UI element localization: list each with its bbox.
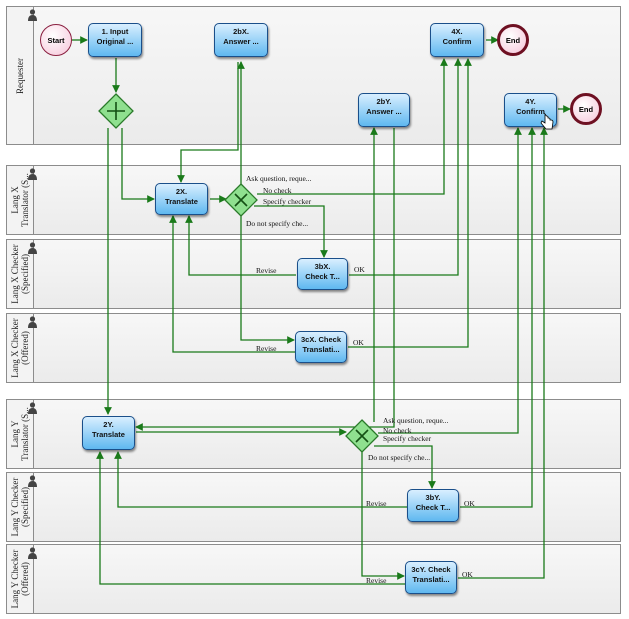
flow-gx-donot-to-3cx bbox=[240, 213, 295, 344]
cursor-icon bbox=[540, 113, 554, 130]
task-line2: Translati... bbox=[412, 575, 450, 584]
flow-3by-ok-to-4y bbox=[460, 127, 536, 508]
start-event-label: Start bbox=[47, 35, 65, 45]
task-line1: 3bY. bbox=[425, 493, 441, 502]
task-line1: 1. Input bbox=[101, 27, 129, 36]
task-line2: Original ... bbox=[96, 37, 134, 46]
task-line2: Translati... bbox=[302, 345, 340, 354]
task-line1: 4Y. bbox=[525, 97, 536, 106]
parallel-gateway[interactable] bbox=[98, 93, 134, 129]
task-2x-translate[interactable]: 2X.Translate bbox=[155, 183, 208, 215]
task-line1: 2X. bbox=[175, 187, 188, 196]
person-icon bbox=[28, 547, 37, 559]
person-icon bbox=[28, 242, 37, 254]
flow-label-revise-3cx: Revise bbox=[256, 344, 277, 353]
task-line1: 2bX. bbox=[233, 27, 249, 36]
flow-label-nocheck-y: No check bbox=[383, 426, 412, 435]
flow-3bx-revise-to-2x bbox=[185, 215, 296, 276]
person-icon bbox=[28, 402, 37, 414]
task-3by-check[interactable]: 3bY.Check T... bbox=[407, 489, 459, 522]
task-2by-answer[interactable]: 2bY.Answer ... bbox=[358, 93, 410, 127]
task-line1: 2bY. bbox=[376, 97, 392, 106]
task-line2: Check T... bbox=[305, 272, 340, 281]
end-event-label: End bbox=[578, 104, 594, 114]
flow-gx-nocheck-to-4x bbox=[257, 58, 448, 195]
task-line1: 3bX. bbox=[314, 262, 331, 271]
task-line2: Answer ... bbox=[366, 107, 402, 116]
flow-label-ok-3cx: OK bbox=[353, 338, 364, 347]
task-line1: 4X. bbox=[451, 27, 463, 36]
flow-gx-specify-to-3bx bbox=[254, 205, 328, 258]
task-line1: 3cY. Check bbox=[411, 565, 451, 574]
flow-label-specify-y: Specify checker bbox=[383, 434, 432, 443]
exclusive-gateway-y[interactable] bbox=[345, 419, 379, 453]
task-line2: Translate bbox=[92, 430, 125, 439]
flow-2bx-to-2x bbox=[177, 62, 239, 183]
end-event-label: End bbox=[505, 35, 521, 45]
flow-label-revise-3bx: Revise bbox=[256, 266, 277, 275]
lane-lang-y-checker-offered: Lang Y Checker(Offered) bbox=[6, 544, 621, 614]
flow-label-ask-x: Ask question, reque... bbox=[246, 174, 312, 183]
flow-label-ok-3by: OK bbox=[464, 499, 475, 508]
flow-3cx-revise-to-2x bbox=[169, 215, 296, 353]
person-icon bbox=[28, 475, 37, 487]
flow-3bx-ok-to-4x bbox=[349, 58, 462, 276]
flow-fork-to-2x bbox=[121, 128, 155, 203]
flow-label-ok-3cy: OK bbox=[462, 570, 473, 579]
task-line2: Confirm bbox=[516, 107, 545, 116]
task-line2: Translate bbox=[165, 197, 198, 206]
task-line2: Confirm bbox=[442, 37, 472, 46]
flow-3by-revise-to-2y bbox=[114, 451, 408, 508]
task-2y-translate[interactable]: 2Y.Translate bbox=[82, 416, 135, 450]
flow-label-specify-x: Specify checker bbox=[263, 197, 312, 206]
lane-header: Requester bbox=[7, 7, 34, 144]
exclusive-gateway-x[interactable] bbox=[224, 183, 258, 217]
task-2bx-answer[interactable]: 2bX.Answer ... bbox=[214, 23, 268, 57]
flow-label-revise-3cy: Revise bbox=[366, 576, 387, 585]
flow-label-donot-x: Do not specify che... bbox=[246, 219, 309, 228]
flow-gy-donot-to-3cy bbox=[361, 448, 405, 580]
task-line2: Check T... bbox=[415, 503, 451, 512]
flow-gy-nocheck-to-4y bbox=[378, 127, 522, 434]
flow-label-ok-3bx: OK bbox=[354, 265, 365, 274]
person-icon bbox=[28, 9, 37, 21]
flow-label-nocheck-x: No check bbox=[263, 186, 292, 195]
person-icon bbox=[28, 168, 37, 180]
flow-label-donot-y: Do not specify che... bbox=[368, 453, 431, 462]
flow-3cx-ok-to-4x bbox=[348, 58, 472, 348]
start-event[interactable]: Start bbox=[40, 24, 72, 56]
task-line1: 3cX. Check bbox=[300, 335, 342, 344]
flow-2by-to-2y bbox=[135, 128, 395, 431]
flow-label-ask-y: Ask question, reque... bbox=[383, 416, 449, 425]
person-icon bbox=[28, 316, 37, 328]
task-3bx-check[interactable]: 3bX.Check T... bbox=[297, 258, 348, 290]
task-line2: Answer ... bbox=[223, 37, 259, 46]
end-event-x[interactable]: End bbox=[497, 24, 529, 56]
task-4x-confirm[interactable]: 4X.Confirm bbox=[430, 23, 484, 57]
flow-label-revise-3by: Revise bbox=[366, 499, 387, 508]
end-event-y[interactable]: End bbox=[570, 93, 602, 125]
task-line1: 2Y. bbox=[103, 420, 114, 429]
flow-gy-specify-to-3by bbox=[374, 445, 436, 489]
flow-3cy-ok-to-4y bbox=[458, 127, 548, 579]
flow-3cy-revise-to-2y bbox=[96, 451, 406, 585]
